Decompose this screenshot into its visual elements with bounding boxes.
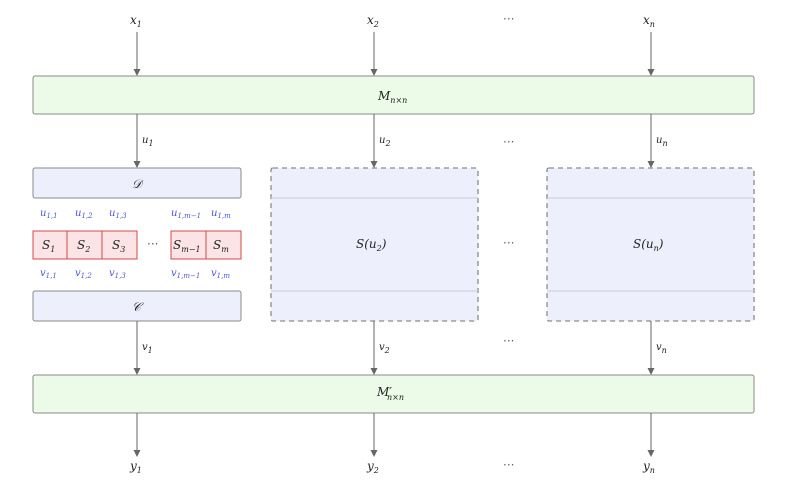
sbox-m [205,230,242,260]
sbox-input-2: u1,2 [75,208,93,220]
output-yn: yn [642,459,655,475]
sbox-output-m-1: v1,m−1 [171,268,200,280]
sbox-input-1: u1,1 [40,208,58,220]
s-un-label: S(un) [633,237,664,253]
u-ellipsis: ··· [503,135,514,149]
input-x1: x1 [130,13,142,29]
sbox-output-1: v1,1 [40,268,57,280]
decoder-label: 𝒟 [132,177,144,191]
sbox-3 [101,230,138,260]
sbox-1 [32,230,68,260]
s-u2-label: S(u2) [356,237,387,253]
sbox-output-m: v1,m [211,268,230,280]
sbox-output-3: v1,3 [109,268,126,280]
sbox-m-1-label: Sm−1 [173,238,201,254]
v-ellipsis: ··· [503,334,514,348]
label-u2: u2 [379,135,391,148]
sbox-input-3: u1,3 [109,208,127,220]
label-u1: u1 [142,135,154,148]
sbox-2-label: S2 [77,238,90,254]
input-x2: x2 [367,13,379,29]
bottom-matrix-box [32,374,755,414]
label-v1: v1 [142,342,153,355]
top-matrix-box [32,75,755,115]
decoder-box [32,167,242,199]
top-matrix-label: Mn×n [377,89,407,105]
bottom-matrix-label: M′n×n [376,385,404,402]
input-xn: xn [643,13,655,29]
sbox-ellipsis: ··· [147,237,158,251]
output-y2: y2 [366,459,379,475]
output-ellipsis: ··· [503,458,514,472]
label-v2: v2 [379,342,390,355]
sbox-3-label: S3 [112,238,125,254]
sbox-2 [66,230,103,260]
sbox-input-m-1: u1,m−1 [171,208,201,220]
input-ellipsis: ··· [503,12,514,26]
sbox-input-m: u1,m [211,208,231,220]
sbox-output-2: v1,2 [75,268,92,280]
sbox-m-label: Sm [213,238,229,254]
sbox-1-label: S1 [42,238,55,254]
label-vn: vn [656,342,667,355]
sbox-m-1 [170,230,207,260]
label-un: un [656,135,668,148]
output-y1: y1 [129,459,142,475]
middle-ellipsis: ··· [503,236,514,250]
